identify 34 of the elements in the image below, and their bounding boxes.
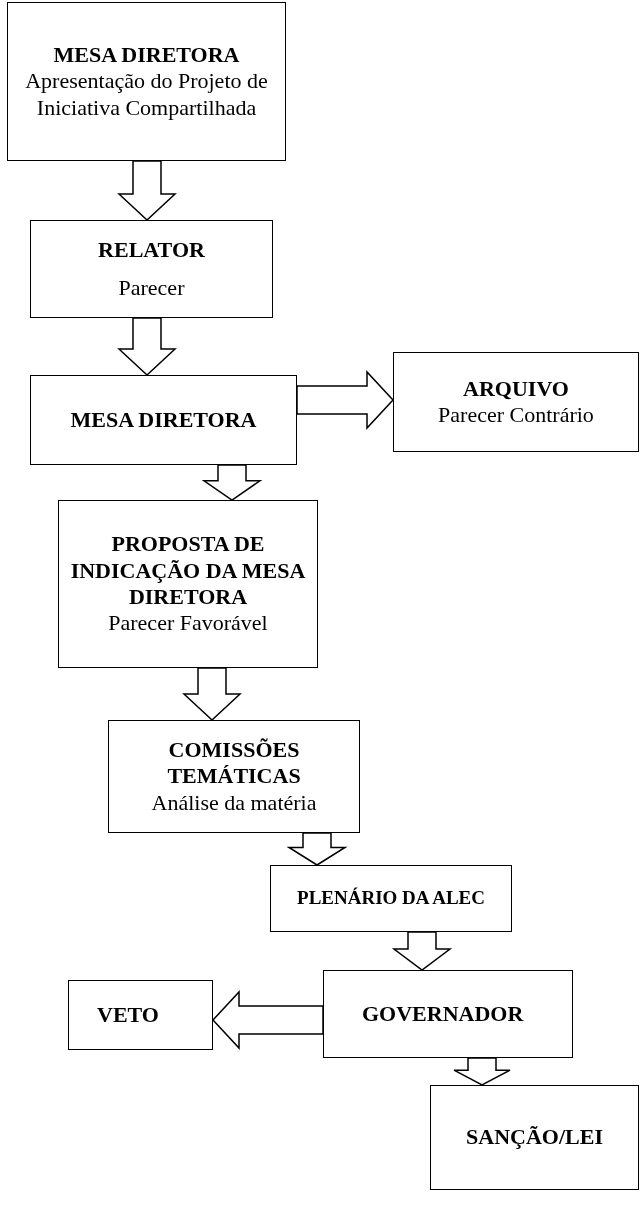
box-text: Parecer Favorável <box>108 610 268 637</box>
process-box <box>430 1085 639 1190</box>
block-arrow <box>117 160 177 222</box>
box-text: Parecer <box>118 275 185 302</box>
process-box <box>270 865 512 932</box>
box-heading: MESA DIRETORA <box>70 406 257 434</box>
block-arrow <box>211 990 324 1050</box>
box-heading: ARQUIVO <box>463 375 569 402</box>
box-heading: GOVERNADOR <box>362 1000 524 1028</box>
block-arrow <box>453 1057 511 1086</box>
box-text: Parecer Contrário <box>438 402 594 429</box>
box-heading: VETO <box>97 1001 159 1029</box>
block-arrow <box>391 931 453 971</box>
box-heading: PLENÁRIO DA ALEC <box>297 887 485 910</box>
process-box <box>393 352 639 452</box>
box-heading: MESA DIRETORA <box>53 41 240 69</box>
process-box <box>323 970 573 1058</box>
block-arrow <box>296 370 395 430</box>
box-heading: COMISSÕES TEMÁTICAS <box>166 736 302 790</box>
process-box <box>108 720 360 833</box>
process-box <box>30 220 273 318</box>
box-heading: SANÇÃO/LEI <box>466 1124 603 1151</box>
box-text: Análise da matéria <box>151 789 317 817</box>
process-box <box>68 980 213 1050</box>
process-box <box>7 2 286 161</box>
box-heading: RELATOR <box>98 236 205 263</box>
process-box <box>58 500 318 668</box>
box-text: Apresentação do Projeto de Iniciativa Compartilhada <box>24 68 269 122</box>
block-arrow <box>117 317 177 377</box>
block-arrow <box>201 464 263 501</box>
process-box <box>30 375 297 465</box>
block-arrow <box>286 832 348 866</box>
box-heading: PROPOSTA DE INDICAÇÃO DA MESA DIRETORA <box>69 531 307 611</box>
block-arrow <box>182 667 242 722</box>
